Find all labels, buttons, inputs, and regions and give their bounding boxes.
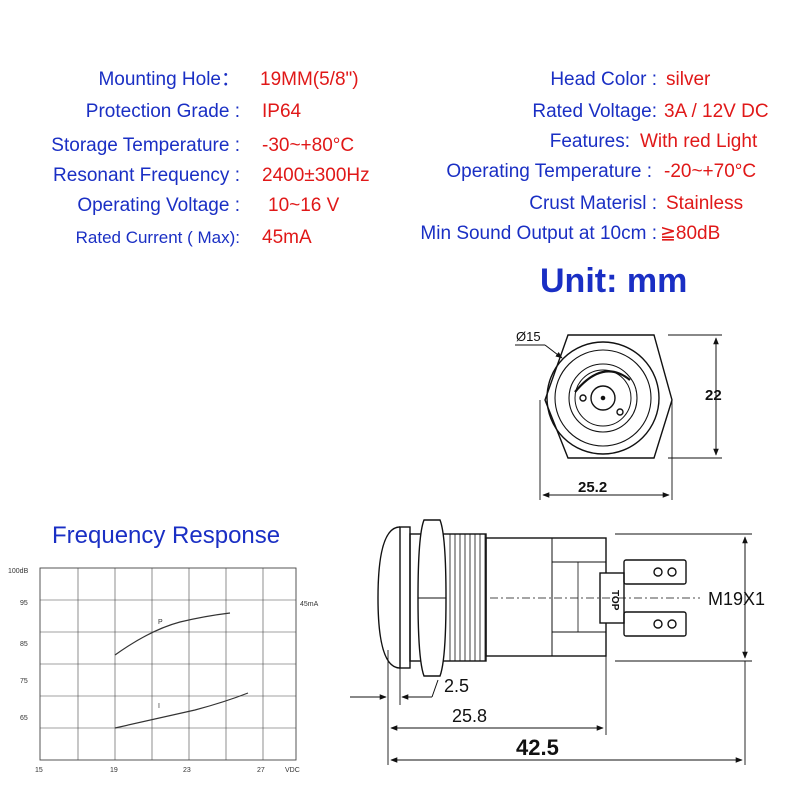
x-tick-23: 23 <box>183 767 191 774</box>
hex-nut-outline <box>544 334 673 459</box>
y-tick-85: 85 <box>20 641 28 648</box>
terminal-upper <box>623 559 687 585</box>
y-tick-100: 100dB <box>8 568 29 575</box>
spec-value: 45mA <box>262 227 312 248</box>
y-tick-95: 95 <box>20 600 28 607</box>
spec-value: 10~16 V <box>268 195 340 216</box>
spec-label: Features: <box>549 131 630 152</box>
spec-label: Operating Temperature : <box>446 161 652 182</box>
curve-p-label: P <box>158 619 163 626</box>
unit-label: Unit: mm <box>540 262 688 300</box>
x-tick-27: 27 <box>257 767 265 774</box>
spec-label: Rated Voltage: <box>532 101 657 122</box>
graph-grid <box>40 568 296 760</box>
spec-value: Stainless <box>666 193 744 214</box>
x-tick-19: 19 <box>110 767 118 774</box>
curve-i-label: I <box>158 703 160 710</box>
spec-label: Head Color : <box>550 69 657 90</box>
spec-value: ≧80dB <box>660 223 721 244</box>
spec-value: -30~+80°C <box>262 135 355 156</box>
spec-value: IP64 <box>262 101 302 122</box>
spec-label: Resonant Frequency : <box>53 165 240 186</box>
outer-ring <box>546 341 660 455</box>
terminal-block <box>551 561 607 633</box>
ring-2 <box>554 349 652 447</box>
frequency-response-title: Frequency Response <box>52 522 281 549</box>
ring-3 <box>568 363 638 433</box>
ring-4 <box>574 369 632 427</box>
terminal-lower <box>623 611 687 637</box>
dimension-25-8: 25.8 <box>452 706 487 726</box>
spec-value: With red Light <box>640 131 758 152</box>
spec-label: Protection Grade : <box>85 101 240 122</box>
diameter-label: Ø15 <box>516 329 541 344</box>
curve-p <box>114 612 231 656</box>
dome-head <box>377 526 401 669</box>
dimension-2-5: 2.5 <box>444 676 469 696</box>
dimension-42-5: 42.5 <box>516 735 559 760</box>
head-flange <box>399 526 411 669</box>
spec-label: Crust Materisl : <box>529 193 657 214</box>
y-tick-65: 65 <box>20 715 28 722</box>
spec-label: Rated Current ( Max): <box>75 228 240 247</box>
y-tick-75: 75 <box>20 678 28 685</box>
current-label: 45mA <box>300 601 319 608</box>
spec-value: silver <box>666 69 711 90</box>
top-label: TOP <box>609 590 620 611</box>
thread-size-label: M19X1 <box>708 589 765 609</box>
spec-label: Mounting Hole： <box>98 69 240 90</box>
spec-value: 19MM(5/8") <box>260 69 359 90</box>
center-dot <box>600 395 606 401</box>
frequency-graph <box>39 567 297 761</box>
spec-value: 3A / 12V DC <box>664 101 769 122</box>
x-tick-15: 15 <box>35 767 43 774</box>
width-dimension-label: 25.2 <box>578 479 607 496</box>
front-view <box>515 334 722 500</box>
height-dimension-label: 22 <box>705 387 722 404</box>
spec-label: Operating Voltage : <box>77 195 240 216</box>
curve-i <box>114 692 249 729</box>
center-hole <box>590 385 616 411</box>
spec-label: Min Sound Output at 10cm : <box>420 223 657 244</box>
x-unit-label: VDC <box>285 767 300 774</box>
side-view <box>350 519 752 765</box>
spec-value: 2400±300Hz <box>262 165 370 186</box>
spec-label: Storage Temperature : <box>51 135 240 156</box>
rear-body <box>485 537 607 657</box>
sound-slot <box>574 370 631 393</box>
spec-value: -20~+70°C <box>664 161 757 182</box>
